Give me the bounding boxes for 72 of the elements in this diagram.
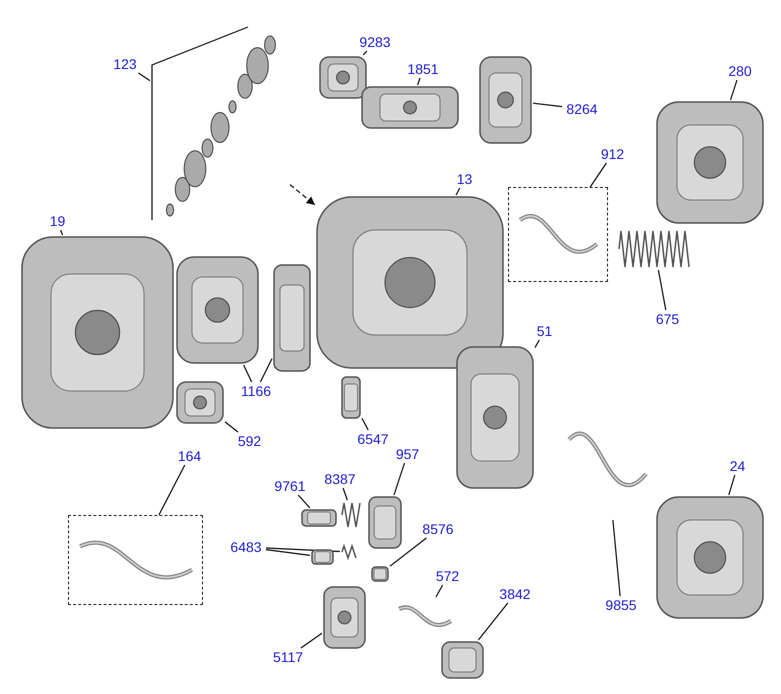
callout-number: 8387	[320, 470, 360, 488]
pin-drawing	[300, 508, 338, 528]
housing-drawing	[20, 235, 175, 430]
leader-line	[266, 549, 310, 556]
leader-line	[300, 632, 322, 648]
leader-line	[532, 102, 562, 108]
callout-number: 6483	[226, 538, 266, 556]
callout-number: 24	[725, 457, 750, 475]
spring-drawing	[617, 228, 692, 270]
lever-drawing	[322, 585, 367, 650]
pin-drawing	[310, 548, 335, 566]
sensor-drawing	[318, 55, 368, 100]
pump-drawing	[175, 380, 225, 425]
valve-body-drawing	[455, 345, 535, 490]
leader-line	[390, 538, 427, 567]
leader-line	[266, 547, 340, 552]
leader-line	[456, 188, 460, 196]
callout-number: 19	[45, 212, 70, 230]
leader-line	[590, 162, 607, 188]
callout-number: 3842	[495, 585, 535, 603]
leader-line	[417, 78, 421, 86]
leader-line	[393, 462, 406, 496]
clip-drawing	[370, 565, 390, 583]
callout-number: 9283	[355, 33, 395, 51]
callout-number: 9761	[270, 477, 310, 495]
callout-number: 957	[390, 445, 425, 463]
leader-line	[728, 474, 736, 496]
leader-line	[224, 421, 238, 432]
sensor-drawing	[360, 85, 460, 130]
transmission-case-drawing	[315, 195, 505, 370]
leader-line	[342, 488, 348, 500]
callout-number: 675	[650, 310, 685, 328]
callout-number: 592	[232, 432, 267, 450]
leader-line	[298, 494, 310, 508]
switch-drawing	[478, 55, 533, 145]
callout-number: 572	[430, 567, 465, 585]
dashed-frame	[68, 515, 203, 605]
leader-line	[138, 72, 150, 82]
arrow	[290, 184, 316, 206]
leader-line	[534, 340, 540, 348]
leader-line	[158, 464, 186, 516]
leader-line	[361, 418, 369, 430]
callout-number: 280	[725, 62, 755, 80]
leader-line	[658, 270, 666, 310]
leader-line	[362, 50, 368, 56]
leader-line	[435, 584, 444, 598]
band-drawing	[272, 263, 312, 373]
callout-number: 51	[532, 322, 557, 340]
dashed-frame	[508, 187, 608, 282]
callout-number: 1851	[403, 60, 443, 78]
leader-line	[612, 520, 621, 596]
callout-number: 13	[452, 170, 477, 188]
lever-drawing	[340, 375, 362, 420]
lever-drawing	[440, 640, 485, 680]
lever-drawing	[367, 495, 403, 550]
band-drawing	[175, 255, 260, 365]
leader-line	[260, 358, 273, 382]
leader-line	[478, 602, 508, 640]
oil-pan-drawing	[655, 495, 765, 620]
leader-line	[60, 230, 64, 236]
housing-drawing	[655, 100, 765, 225]
callout-number: 6547	[353, 430, 393, 448]
callout-number: 164	[172, 447, 207, 465]
callout-number: 123	[110, 55, 140, 73]
callout-number: 8576	[418, 520, 458, 538]
callout-number: 5117	[268, 648, 308, 666]
callout-number: 8264	[562, 100, 602, 118]
callout-number: 1166	[236, 382, 276, 400]
leader-line	[730, 80, 738, 100]
leader-line	[243, 364, 252, 382]
callout-number: 9855	[601, 596, 641, 614]
callout-number: 912	[595, 145, 630, 163]
